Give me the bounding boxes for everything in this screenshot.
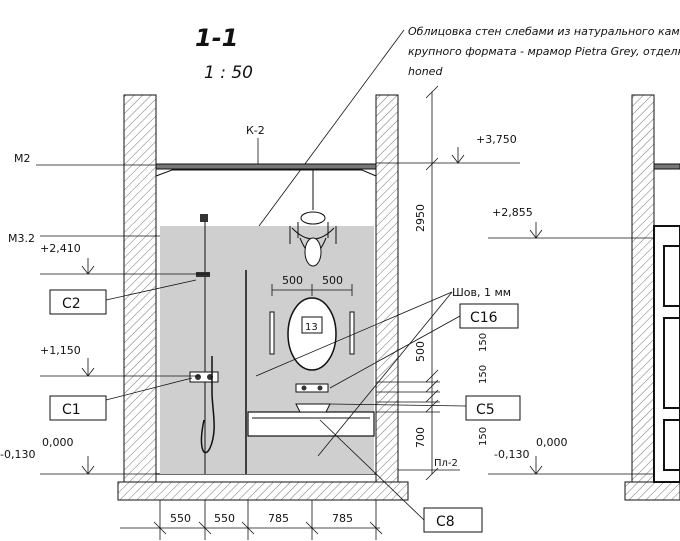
cladding-note-line3: honed <box>408 65 443 78</box>
tag-c8-leader <box>319 419 425 521</box>
shower-mixer-icon <box>189 371 219 383</box>
cladding-note-line1: Облицовка стен слебами из натурального к… <box>408 25 680 38</box>
mixer-knob-icon <box>195 374 201 380</box>
oval-mirror <box>287 297 337 371</box>
tag-c2: С2 <box>62 296 81 312</box>
level-mark-0000 <box>81 456 95 475</box>
floor-slab <box>117 481 409 501</box>
tag-c5-box <box>465 395 521 421</box>
basin-icon <box>295 403 331 413</box>
left-wall <box>123 94 157 483</box>
section-title: 1-1 <box>195 24 238 52</box>
vanity-top <box>247 411 375 437</box>
tag-c1-leader <box>105 377 193 401</box>
pl2-label: Пл-2 <box>434 458 458 469</box>
mirror-tag-box <box>301 316 323 334</box>
ceiling-k2: К-2 <box>246 124 265 137</box>
mirror-number: 13 <box>305 322 318 333</box>
level-mark-2410 <box>81 258 95 275</box>
tag-c16-leader <box>329 315 461 389</box>
right-sconce-icon <box>349 311 355 355</box>
seam-leader <box>255 291 453 377</box>
shower-control-icon <box>200 214 208 222</box>
dim-150-c: 150 <box>478 427 489 446</box>
seam-leader <box>317 291 453 457</box>
material-m2: М2 <box>14 152 31 165</box>
door-panel <box>663 419 680 471</box>
tag-c2-box <box>49 289 107 315</box>
shower-head-icon <box>196 272 210 277</box>
dim-150-a: 150 <box>478 333 489 352</box>
door-panel <box>663 245 680 307</box>
level-0000: 0,000 <box>42 436 74 449</box>
dim-bottom-4: 785 <box>332 512 353 525</box>
tag-c2-leader <box>105 279 197 301</box>
level-1150: +1,150 <box>40 344 81 357</box>
level-mark-2855 <box>529 222 543 239</box>
level-mark-0000b <box>529 456 543 475</box>
seam-note: Шов, 1 мм <box>452 286 511 299</box>
door-frame <box>653 225 680 483</box>
tag-c8: С8 <box>436 514 455 530</box>
faucet-knob-icon <box>301 385 307 391</box>
scale-label: 1 : 50 <box>204 63 253 83</box>
ceiling-bracket <box>155 169 377 177</box>
dim-150-b: 150 <box>478 365 489 384</box>
marble-cladding-left <box>160 226 248 474</box>
ceiling-strip-right <box>653 163 680 170</box>
dim-bottom-3: 785 <box>268 512 289 525</box>
faucet-icon <box>295 383 329 393</box>
level-2410: +2,410 <box>40 242 81 255</box>
right-wall <box>375 94 399 483</box>
level-mark-1150 <box>81 358 95 377</box>
floor-slab-right <box>624 481 680 501</box>
level-3750: +3,750 <box>476 133 517 146</box>
faucet-knob-icon <box>317 385 323 391</box>
tag-c16: С16 <box>470 310 498 326</box>
cladding-note-line2: крупного формата - мрамор Pietra Grey, о… <box>408 45 680 58</box>
level-minus-0130-right: -0,130 <box>494 448 529 461</box>
marble-base <box>248 436 374 474</box>
tag-c8-box <box>423 507 483 533</box>
tag-c5-leader <box>329 403 467 407</box>
dim-700: 700 <box>414 427 427 448</box>
level-2855: +2,855 <box>492 206 533 219</box>
left-sconce-icon <box>269 311 275 355</box>
chandelier-icon <box>289 170 337 267</box>
tag-c16-box <box>459 303 519 329</box>
dim-top-left: 500 <box>282 274 303 287</box>
dim-2950: 2950 <box>414 204 427 232</box>
hand-shower-hose-icon <box>200 356 215 454</box>
level-mark-3750 <box>451 147 465 164</box>
dim-bottom-2: 550 <box>214 512 235 525</box>
door-panel <box>663 317 680 409</box>
dim-bottom-1: 550 <box>170 512 191 525</box>
ceiling-strip <box>155 163 377 170</box>
tag-c1: С1 <box>62 402 81 418</box>
level-0000-right: 0,000 <box>536 436 568 449</box>
right-section-wall <box>631 94 655 483</box>
tag-c1-box <box>49 395 107 421</box>
dim-500: 500 <box>414 341 427 362</box>
level-minus-0130: -0,130 <box>0 448 35 461</box>
tag-c5: С5 <box>476 402 495 418</box>
dim-top-right: 500 <box>322 274 343 287</box>
material-m32: М3.2 <box>8 232 35 245</box>
